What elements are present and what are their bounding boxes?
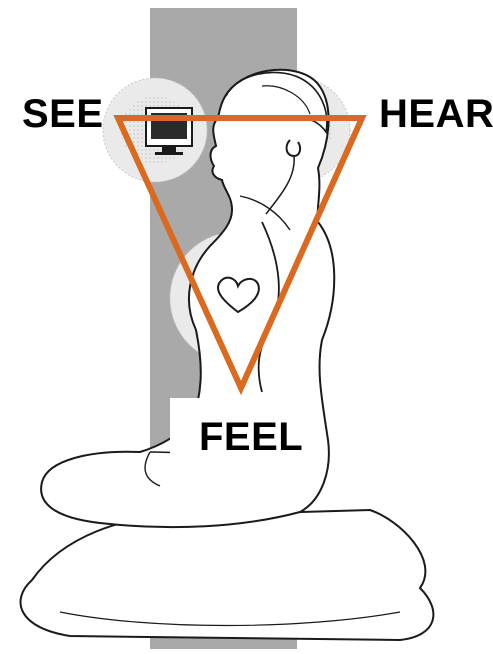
see-label: SEE bbox=[22, 94, 104, 134]
hear-label: HEAR bbox=[379, 94, 493, 134]
cushion bbox=[21, 510, 434, 640]
feel-label: FEEL bbox=[199, 417, 303, 457]
